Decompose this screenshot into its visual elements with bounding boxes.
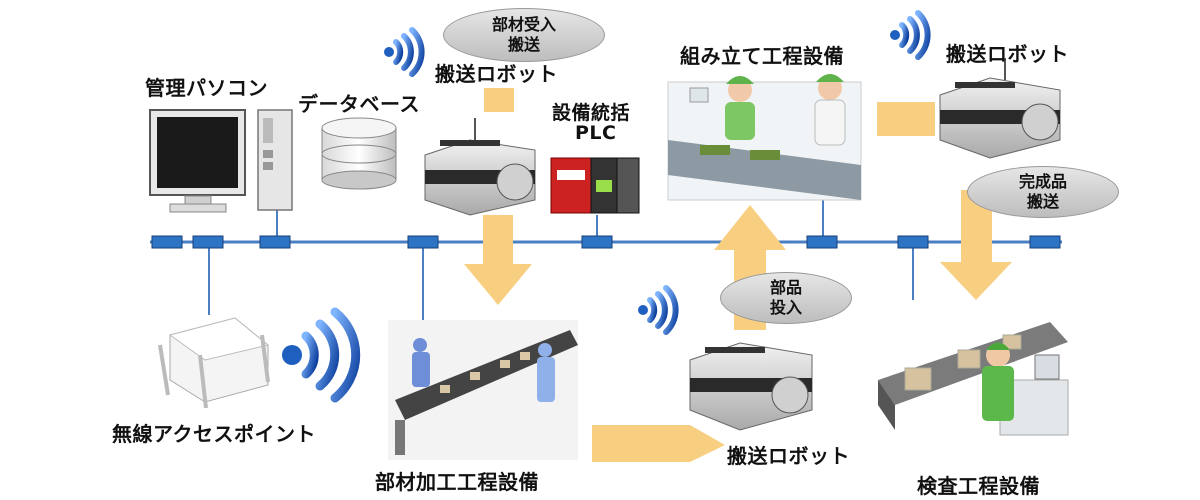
parts-input-bubble: 部品 投入 [720, 272, 852, 324]
wifi-large-icon [282, 307, 361, 403]
network-node [407, 235, 439, 249]
bubble-line: 完成品 [1018, 172, 1067, 191]
bubble-line: 搬送 [1026, 192, 1059, 211]
network-node [806, 235, 838, 249]
network-node [897, 235, 929, 249]
network-node [259, 235, 291, 249]
material-transport-bubble: 部材受入 搬送 [443, 8, 605, 62]
plc-label-line2: PLC [575, 122, 617, 144]
network-node [1029, 235, 1061, 249]
agv-right-label: 搬送ロボット [946, 42, 1069, 66]
plc-label-line1: 設備統括 [552, 102, 631, 124]
agv-top-label: 搬送ロボット [435, 62, 558, 86]
wifi-icon [890, 10, 931, 60]
finished-transport-bubble: 完成品 搬送 [967, 166, 1119, 218]
pc-label: 管理パソコン [145, 76, 268, 100]
database-label: データベース [298, 92, 420, 116]
monitor-icon [149, 109, 246, 213]
machining-conveyor-illustration [388, 320, 578, 460]
bubble-line: 部品 [769, 278, 802, 297]
plc-icon [550, 157, 640, 214]
flow-block-right [877, 102, 935, 136]
assembly-label: 組み立て工程設備 [680, 44, 844, 68]
flow-block-bottom [592, 425, 725, 462]
bubble-line: 部材受入 [491, 15, 556, 34]
network-node [192, 235, 224, 249]
agv-robot-right-icon [939, 58, 1061, 159]
bubble-line: 搬送 [507, 35, 540, 54]
network-node [581, 235, 613, 249]
access-point-icon [158, 317, 270, 409]
down-arrow-to-machining [464, 215, 532, 305]
agv-bottom-label: 搬送ロボット [727, 444, 850, 468]
assembly-line-illustration [667, 74, 862, 201]
pc-tower-icon [257, 109, 293, 211]
agv-robot-bottom-icon [689, 342, 813, 431]
up-arrow-to-assembly [714, 205, 786, 330]
wifi-icon [384, 27, 425, 77]
database-icon [321, 117, 397, 190]
inspection-conveyor-illustration [878, 322, 1069, 436]
network-node [151, 235, 183, 249]
flow-block-top [484, 88, 514, 112]
agv-robot-top-icon [424, 118, 536, 216]
bubble-line: 投入 [769, 298, 802, 317]
down-arrow-to-inspection [940, 190, 1012, 300]
wifi-icon [638, 285, 679, 335]
machining-label: 部材加工工程設備 [375, 470, 539, 494]
access-point-label: 無線アクセスポイント [112, 422, 316, 446]
inspection-label: 検査工程設備 [917, 474, 1040, 498]
